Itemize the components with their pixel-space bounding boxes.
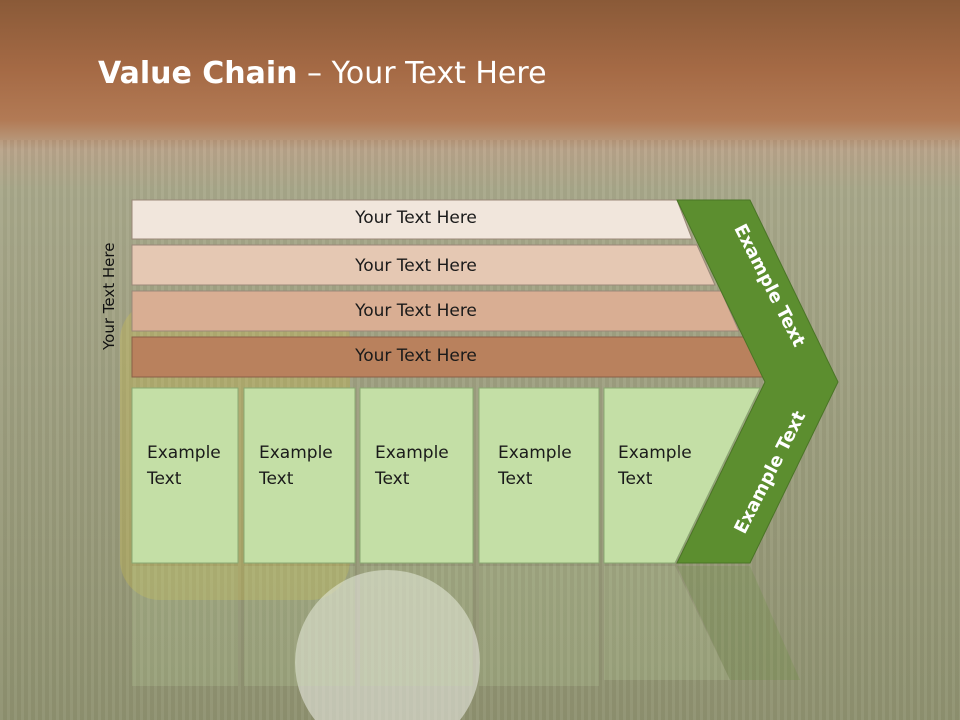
slide-title[interactable]: Value Chain – Your Text Here (98, 56, 547, 91)
row-1-shape[interactable] (131, 199, 693, 240)
box-3-text: Example Text (375, 443, 449, 489)
reflection (132, 566, 800, 686)
title-bold: Value Chain (98, 56, 298, 91)
row-3-text: Your Text Here (355, 301, 477, 321)
box-5-text: Example Text (618, 443, 692, 489)
box-5-shape[interactable] (603, 387, 761, 564)
soccer-ball-image (295, 570, 480, 720)
box-4-shape[interactable] (478, 387, 600, 564)
box-2-shape[interactable] (243, 387, 356, 564)
box-1-shape[interactable] (131, 387, 239, 564)
chevron-arrow-shape[interactable] (676, 199, 839, 564)
row-2-shape[interactable] (131, 244, 716, 286)
box-4-text: Example Text (498, 443, 572, 489)
box-1-text: Example Text (147, 443, 221, 489)
title-rest: – Your Text Here (297, 56, 547, 91)
row-1-text: Your Text Here (355, 208, 477, 228)
box-3-shape[interactable] (359, 387, 474, 564)
row-4-text: Your Text Here (355, 346, 477, 366)
row-2-text: Your Text Here (355, 256, 477, 276)
row-3-shape[interactable] (131, 290, 740, 332)
box-2-text: Example Text (259, 443, 333, 489)
